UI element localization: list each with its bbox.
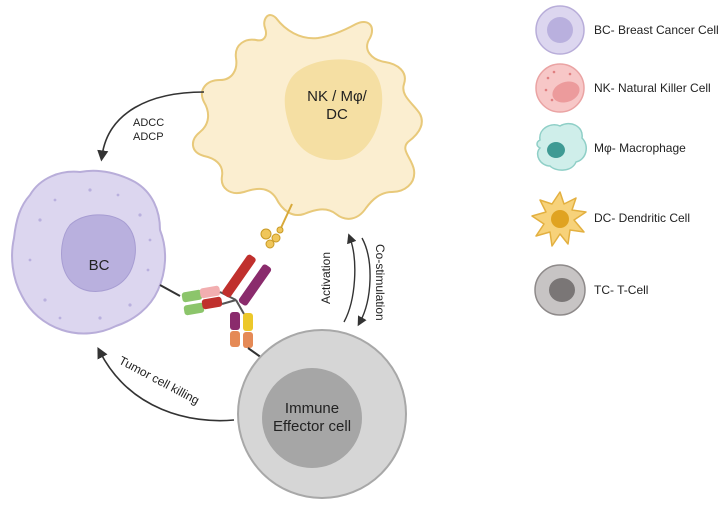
activation-label: Activation bbox=[319, 252, 333, 304]
antibody-heavy-chain-red bbox=[222, 254, 256, 298]
immune-label-line1: Immune bbox=[285, 400, 339, 417]
antibody-fc-orange-left bbox=[230, 331, 240, 347]
t-cell-icon bbox=[534, 264, 586, 316]
antibody-heavy-chain-purple bbox=[238, 264, 272, 306]
nk-cell-icon bbox=[535, 63, 585, 113]
breast-cancer-cell-icon bbox=[535, 5, 585, 55]
activation-arrow bbox=[343, 233, 357, 323]
legend-label-tc: TC- T-Cell bbox=[594, 283, 648, 297]
adcp-label: ADCP bbox=[133, 131, 164, 143]
bc-antigen-link bbox=[159, 284, 181, 297]
legend: BC- Breast Cancer Cell NK- Natural Kille… bbox=[531, 5, 719, 316]
antibody-fv-pink bbox=[199, 285, 221, 299]
breast-cancer-cell: BC bbox=[11, 169, 181, 335]
costimulation-arrow bbox=[357, 237, 371, 327]
nk-label-line1: NK / Mφ/ bbox=[307, 88, 368, 105]
immune-label-line2: Effector cell bbox=[273, 418, 351, 435]
nk-macrophage-dc-cell: NK / Mφ/ DC bbox=[192, 14, 423, 249]
nk-label-line2: DC bbox=[326, 106, 348, 123]
tumor-killing-arrow bbox=[97, 347, 235, 422]
legend-label-macrophage: Mφ- Macrophage bbox=[594, 141, 686, 155]
bc-label: BC bbox=[89, 257, 110, 274]
legend-label-nk: NK- Natural Killer Cell bbox=[594, 81, 711, 95]
legend-label-bc: BC- Breast Cancer Cell bbox=[594, 23, 719, 37]
legend-item-tc: TC- T-Cell bbox=[534, 264, 648, 316]
fc-receptor-icon bbox=[260, 226, 284, 249]
costimulation-label: Co-stimulation bbox=[373, 244, 387, 321]
antibody-hinge-2 bbox=[221, 299, 237, 305]
antibody-construct bbox=[181, 254, 272, 359]
nk-cell-nucleus bbox=[284, 59, 383, 160]
legend-item-nk: NK- Natural Killer Cell bbox=[535, 63, 711, 113]
bc-cell-granules bbox=[28, 188, 152, 320]
antibody-fc-purple bbox=[230, 312, 240, 330]
antibody-fv-green-top bbox=[181, 289, 203, 303]
antibody-fc-yellow bbox=[243, 313, 253, 331]
fc-receptor-stalk bbox=[279, 203, 293, 231]
dendritic-cell-icon bbox=[531, 191, 587, 247]
antibody-hinge-3 bbox=[235, 299, 245, 315]
legend-item-dc: DC- Dendritic Cell bbox=[531, 191, 690, 247]
immune-effector-cell: Immune Effector cell bbox=[237, 329, 407, 499]
immune-cell-nucleus bbox=[262, 368, 362, 468]
bc-cell-nucleus bbox=[61, 214, 136, 292]
adcc-label: ADCC bbox=[133, 117, 164, 129]
legend-label-dc: DC- Dendritic Cell bbox=[594, 211, 690, 225]
legend-item-bc: BC- Breast Cancer Cell bbox=[535, 5, 719, 55]
adcc-arrow bbox=[97, 91, 205, 162]
legend-item-macrophage: Mφ- Macrophage bbox=[536, 122, 686, 171]
antibody-fv-green-bottom bbox=[183, 302, 205, 316]
antibody-fc-orange-right bbox=[243, 332, 253, 348]
antibody-fv-red bbox=[201, 296, 223, 310]
tumor-killing-label: Tumor cell killing bbox=[117, 353, 202, 407]
macrophage-icon bbox=[536, 122, 587, 171]
